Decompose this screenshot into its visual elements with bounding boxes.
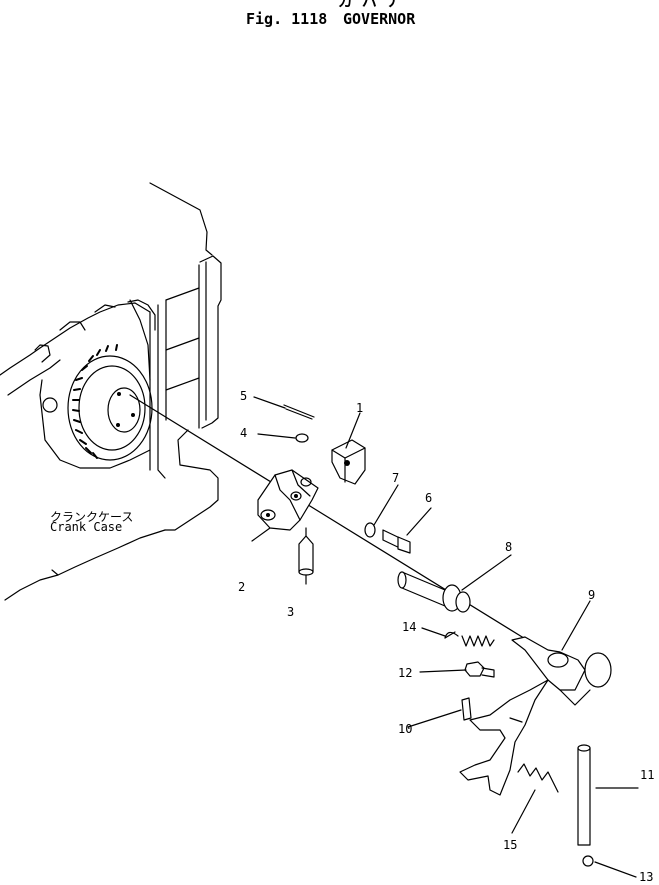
callout-13: 13: [639, 870, 653, 884]
part-12-nut: [464, 661, 495, 678]
part-7-snap-ring: [364, 522, 376, 538]
part-4-washer: [295, 433, 309, 443]
callout-9: 9: [588, 588, 595, 602]
title-block: ガ バ ナ Fig. 1118 GOVERNOR: [246, 0, 416, 28]
part-5-pin: [283, 404, 315, 420]
part-14-spring: [444, 631, 495, 647]
callout-4: 4: [240, 426, 247, 440]
callout-10: 10: [398, 722, 412, 736]
callout-3: 3: [287, 605, 294, 619]
callout-8: 8: [505, 540, 512, 554]
part-3-bolt: [298, 527, 314, 576]
callouts: 1 2 3 4 5 6 7 8 9 10 11 12 13 14 15: [238, 389, 654, 884]
part-9-lever: [459, 636, 612, 796]
crank-case-housing: [0, 182, 222, 601]
part-6-bolt: [382, 529, 411, 554]
callout-11: 11: [640, 768, 654, 782]
callout-6: 6: [425, 491, 432, 505]
part-10-pin: [461, 697, 472, 721]
callout-12: 12: [398, 666, 412, 680]
crank-case-label-english: Crank Case: [50, 520, 122, 534]
callout-14: 14: [402, 620, 416, 634]
gear: [67, 344, 153, 461]
part-14-spring-hook: [444, 631, 459, 639]
center-line: [129, 394, 541, 649]
crank-case-label-japanese: クランクケース: [50, 510, 133, 524]
callout-7: 7: [392, 471, 399, 485]
callout-1: 1: [356, 401, 363, 415]
part-15-spring: [517, 763, 559, 793]
figure-title: GOVERNOR: [343, 10, 416, 28]
figure-number: Fig. 1118: [246, 10, 327, 28]
crank-case-label: クランクケース Crank Case: [50, 510, 133, 534]
title-japanese: ガ バ ナ: [338, 0, 401, 10]
callout-15: 15: [503, 838, 517, 852]
part-13-ball: [582, 855, 594, 867]
part-11-shaft: [577, 744, 591, 846]
leader-lines: [251, 396, 639, 878]
part-8-sleeve: [397, 571, 471, 613]
callout-5: 5: [240, 389, 247, 403]
part-2-bracket: [257, 469, 319, 531]
callout-2: 2: [238, 580, 245, 594]
part-1-block: [331, 439, 366, 485]
